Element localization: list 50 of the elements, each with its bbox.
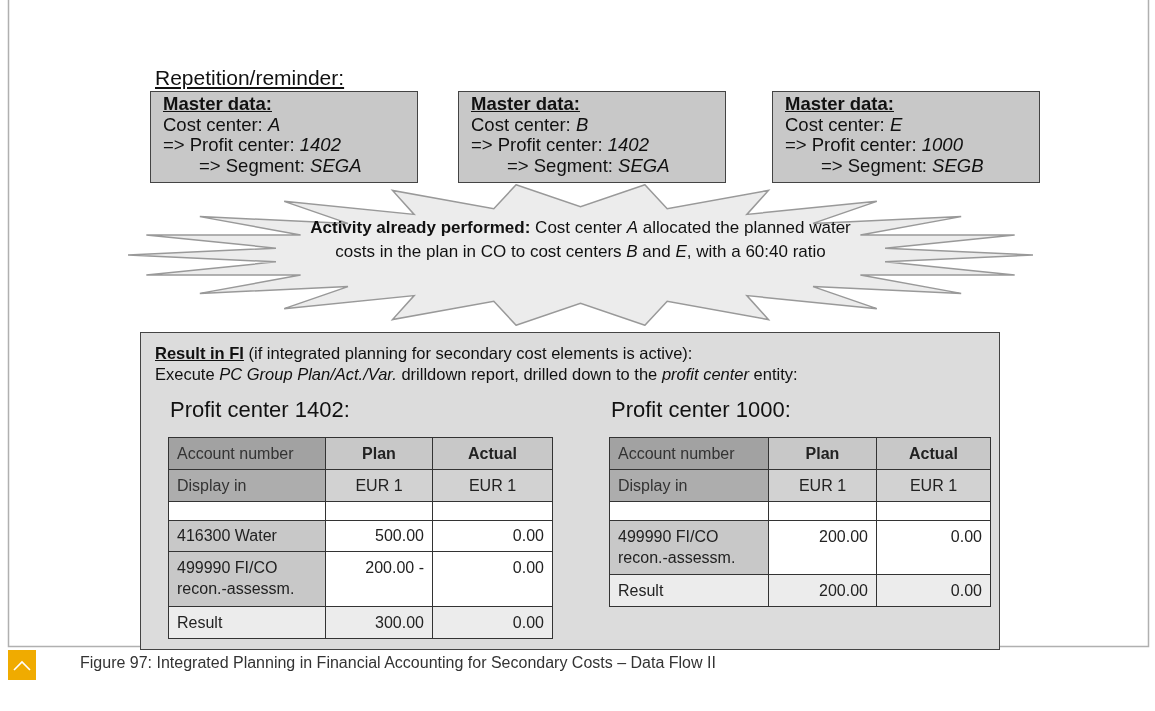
table-cell: Account number [168, 437, 326, 470]
heading: Repetition/reminder: [155, 66, 345, 90]
table-cell: EUR 1 [432, 469, 553, 502]
table-cell: 499990 FI/CO recon.-assessm. [168, 551, 326, 607]
box-text: => Profit center: 1402 [471, 135, 650, 156]
table-cell: Actual [432, 437, 553, 470]
table-cell: 500.00 [325, 520, 433, 552]
box-heading: Master data: [471, 94, 581, 115]
table-cell: 300.00 [325, 606, 433, 639]
table-cell: 200.00 [768, 520, 877, 575]
box-text: Cost center: B [471, 114, 590, 135]
table-cell: Plan [325, 437, 433, 470]
table-cell: Result [168, 606, 326, 639]
table-cell: 0.00 [876, 520, 991, 575]
box-text: => Segment: SEGA [506, 155, 671, 176]
table-cell: EUR 1 [768, 469, 877, 502]
table-cell: Result [609, 574, 769, 607]
table-cell: 0.00 [876, 574, 991, 607]
master-data-box [150, 91, 418, 183]
table-cell: Display in [168, 469, 326, 502]
table-cell: 0.00 [432, 551, 553, 607]
panel-text: Result in FI (if integrated planning for secondary cost elements is active): [155, 343, 694, 364]
table-cell: 0.00 [432, 606, 553, 639]
table-cell: Actual [876, 437, 991, 470]
table-cell: 416300 Water [168, 520, 326, 552]
table-cell: 200.00 [768, 574, 877, 607]
box-text: Cost center: E [785, 114, 904, 135]
caption: Figure 97: Integrated Planning in Financial Accounting for Secondary Costs – Data Flow II [80, 654, 716, 672]
table-cell: EUR 1 [876, 469, 991, 502]
callout-text: Activity already performed: Cost center A allocated the planned water costs in the plan in CO to cost centers B and E, with a 60:40 ratio [309, 217, 852, 263]
box-text: => Profit center: 1000 [785, 135, 964, 156]
table-cell: Plan [768, 437, 877, 470]
box-text: => Profit center: 1402 [163, 135, 342, 156]
table-title: Profit center 1402: [170, 397, 350, 423]
table-cell: 200.00 - [325, 551, 433, 607]
box-text: => Segment: SEGA [198, 155, 363, 176]
master-data-box [772, 91, 1040, 183]
box-text: => Segment: SEGB [820, 155, 985, 176]
panel-text: Execute PC Group Plan/Act./Var. drilldown report, drilled down to the profit center entity: [155, 364, 799, 385]
table-title: Profit center 1000: [611, 397, 791, 423]
table-cell: EUR 1 [325, 469, 433, 502]
box-heading: Master data: [163, 94, 273, 115]
table-cell: 499990 FI/CO recon.-assessm. [609, 520, 769, 575]
master-data-box [458, 91, 726, 183]
table-cell: 0.00 [432, 520, 553, 552]
box-text: Cost center: A [163, 114, 282, 135]
table-cell: Account number [609, 437, 769, 470]
box-heading: Master data: [785, 94, 895, 115]
table-cell: Display in [609, 469, 769, 502]
starburst-shape [128, 184, 1033, 326]
